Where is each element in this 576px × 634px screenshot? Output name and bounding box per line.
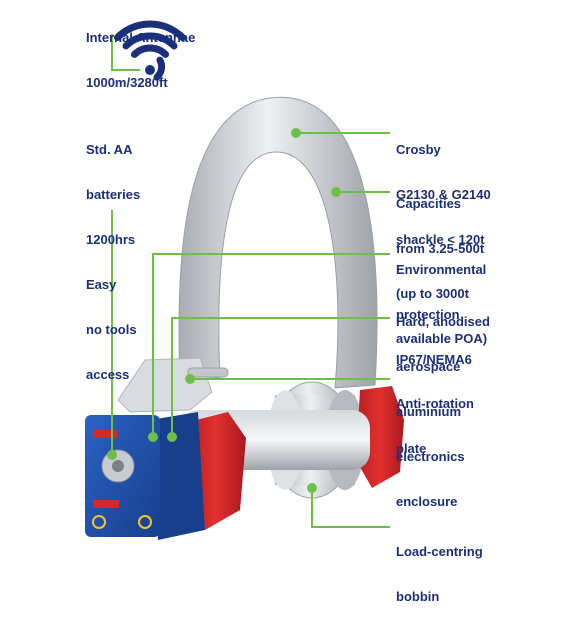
bobbin-label-line: bobbin [396, 589, 440, 604]
enclosure-label-line: electronics [396, 449, 465, 464]
right-nut [356, 386, 404, 488]
anti-rotation-label: Anti-rotation plate [396, 366, 474, 486]
electronics-enclosure [85, 412, 205, 540]
capacities-label-line: (up to 3000t [396, 286, 469, 301]
environmental-label: Environmental protection IP67/NEMA6 [396, 232, 486, 397]
batteries-label-line: 1200hrs [86, 232, 136, 247]
enclosure-label-line: aluminium [396, 404, 462, 419]
antenna-label-line: 1000m/3280ft [86, 75, 168, 90]
shackle-label-line: shackle < 120t [396, 232, 485, 247]
enclosure-label-line: Hard, anodised [396, 314, 490, 329]
enclosure-label: Hard, anodised aerospace aluminium elect… [396, 284, 490, 539]
anti-rotation-label-line: plate [396, 441, 427, 456]
environmental-label-line: IP67/NEMA6 [396, 352, 472, 367]
antenna-label-line: Internal Antennae [86, 30, 196, 45]
environmental-label-line: Environmental [396, 262, 487, 277]
shackle-bow [178, 96, 378, 389]
shackle-label-line: G2130 & G2140 [396, 187, 491, 202]
batteries-label: Std. AA batteries 1200hrs Easy no tools … [86, 112, 140, 412]
enclosure-label-line: aerospace [396, 359, 461, 374]
shackle-label-line: Crosby [396, 142, 441, 157]
shackle-label: Crosby G2130 & G2140 shackle < 120t [396, 112, 491, 277]
enclosure-label-line: enclosure [396, 494, 458, 509]
environmental-label-line: protection [396, 307, 460, 322]
product-diagram: Internal Antennae 1000m/3280ft Std. AA b… [85, 0, 491, 604]
capacities-label: Capacities from 3.25-500t (up to 3000t a… [396, 166, 487, 376]
capacities-label-line: available POA) [396, 331, 488, 346]
leader-dots [107, 128, 341, 493]
batteries-label-line: Easy [86, 277, 117, 292]
batteries-label-line: access [86, 367, 130, 382]
batteries-label-line: batteries [86, 187, 141, 202]
batteries-label-line: Std. AA [86, 142, 133, 157]
capacities-label-line: Capacities [396, 196, 462, 211]
antenna-icon [113, 20, 187, 81]
antenna-label: Internal Antennae 1000m/3280ft [86, 0, 195, 120]
bobbin-label-line: Load-centring [396, 544, 483, 559]
shackle-illustration [85, 20, 404, 540]
anti-rotation-label-line: Anti-rotation [396, 396, 474, 411]
batteries-label-line: no tools [86, 322, 137, 337]
capacities-label-line: from 3.25-500t [396, 241, 485, 256]
bobbin-label: Load-centring bobbin [396, 514, 483, 634]
anti-rotation-plate [117, 357, 229, 413]
leader-lines [111, 34, 390, 528]
